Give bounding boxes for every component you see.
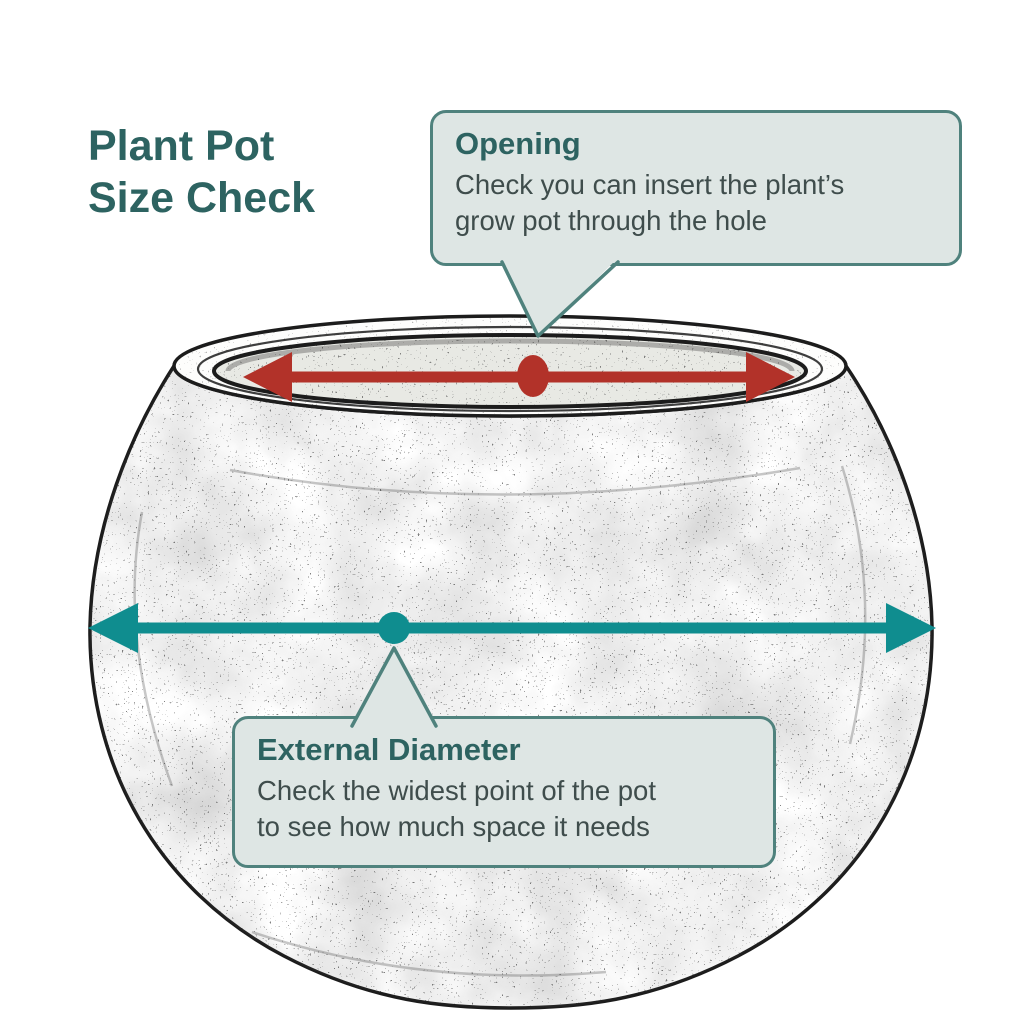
opening-callout: Opening Check you can insert the plant’s…	[430, 110, 962, 266]
page-title-line-2: Size Check	[88, 174, 316, 223]
opening-callout-body-line-2: grow pot through the hole	[455, 204, 767, 236]
external-diameter-arrow-icon	[88, 603, 936, 653]
external-arrowhead-left	[88, 603, 138, 653]
opening-diameter-arrow-icon	[243, 352, 795, 402]
external-diameter-body-line-1: Check the widest point of the pot	[257, 775, 656, 806]
external-diameter-body-line-2: to see how much space it needs	[257, 810, 650, 842]
page-title-line-1: Plant Pot	[88, 122, 275, 170]
opening-callout-body: Check you can insert the plant’s grow po…	[455, 167, 937, 239]
opening-callout-title: Opening	[455, 126, 581, 161]
pot-rim-inner-lip	[196, 325, 824, 413]
opening-midpoint-dot	[517, 355, 549, 397]
page-title: Plant Pot Size Check	[88, 120, 315, 225]
external-diameter-callout-pointer	[350, 646, 438, 728]
external-midpoint-dot	[378, 612, 410, 644]
external-diameter-callout: External Diameter Check the widest point…	[232, 716, 776, 868]
external-pointer-fill	[352, 647, 436, 728]
external-pointer-edges	[350, 646, 438, 728]
external-diameter-callout-title: External Diameter	[257, 732, 521, 767]
pot-opening-texture	[214, 335, 806, 407]
external-arrowhead-right	[886, 603, 936, 653]
opening-callout-pointer	[500, 258, 620, 338]
opening-pointer-edges	[500, 260, 620, 338]
pot-opening-inner-shadow	[225, 338, 795, 372]
external-diameter-callout-body: Check the widest point of the pot to see…	[257, 773, 751, 845]
opening-callout-body-line-1: Check you can insert the plant’s	[455, 169, 845, 200]
opening-pointer-fill	[502, 258, 618, 336]
opening-arrowhead-right	[746, 352, 795, 402]
opening-arrowhead-left	[243, 352, 292, 402]
